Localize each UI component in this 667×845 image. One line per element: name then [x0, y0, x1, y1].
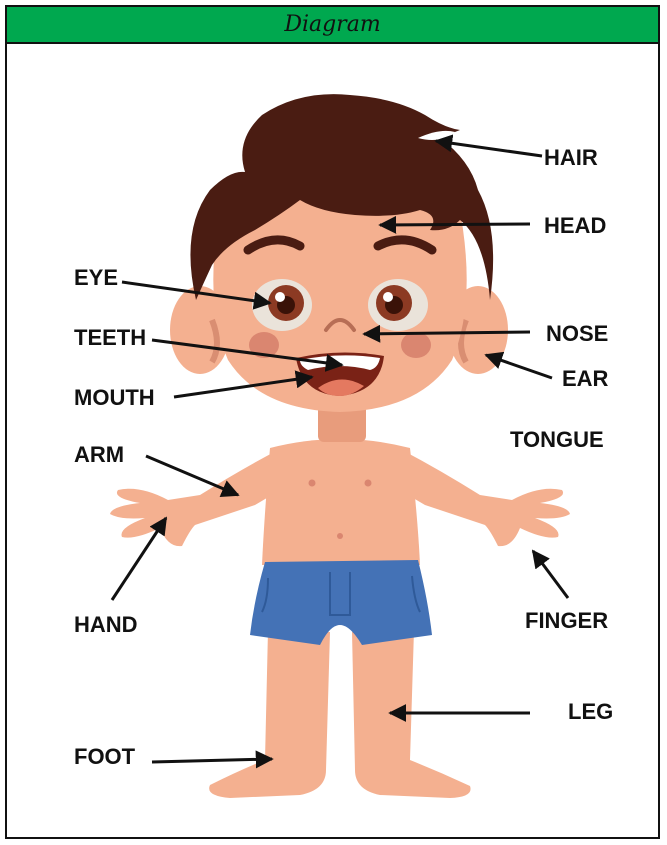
label-arm: ARM: [74, 442, 124, 467]
arrow-foot: [152, 759, 272, 762]
label-tongue: TONGUE: [510, 427, 604, 452]
arrow-arm: [146, 456, 238, 495]
label-ear: EAR: [562, 366, 609, 391]
label-eye: EYE: [74, 265, 118, 290]
nipple-right: [365, 480, 372, 487]
boy-illustration: [110, 94, 570, 798]
label-foot: FOOT: [74, 744, 136, 769]
label-teeth: TEETH: [74, 325, 146, 350]
belly-button: [337, 533, 343, 539]
label-mouth: MOUTH: [74, 385, 155, 410]
left-leg: [209, 630, 330, 798]
label-head: HEAD: [544, 213, 606, 238]
label-leg: LEG: [568, 699, 613, 724]
torso: [262, 439, 420, 565]
shorts: [250, 560, 432, 645]
nipple-left: [309, 480, 316, 487]
right-arm: [400, 450, 570, 546]
label-hand: HAND: [74, 612, 138, 637]
label-nose: NOSE: [546, 321, 608, 346]
label-finger: FINGER: [525, 608, 608, 633]
left-arm: [110, 450, 280, 546]
arrow-ear: [486, 355, 552, 378]
arrow-head: [380, 224, 530, 225]
arrow-nose: [364, 332, 530, 334]
arrow-finger: [533, 551, 568, 598]
cheek-right: [401, 332, 431, 358]
label-hair: HAIR: [544, 145, 598, 170]
